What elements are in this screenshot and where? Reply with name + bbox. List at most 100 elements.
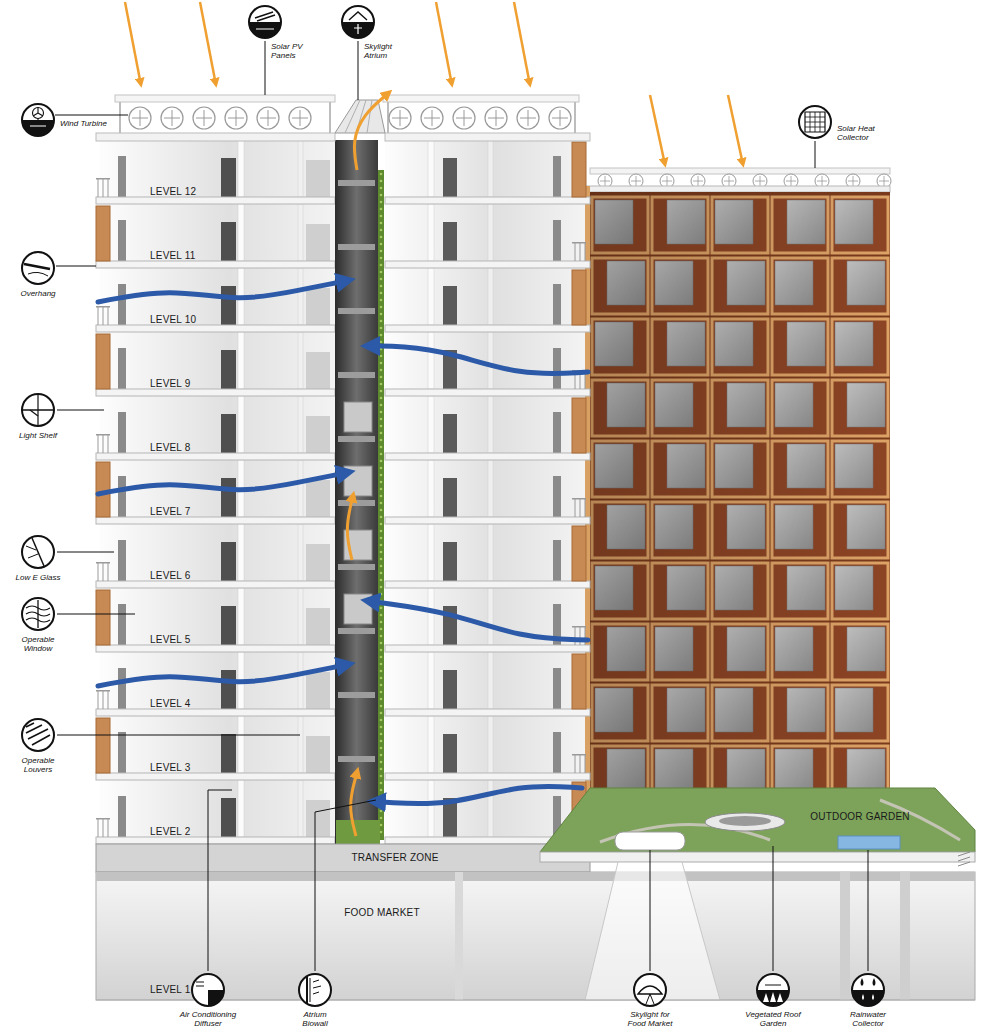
turbine-spokes — [662, 176, 672, 186]
icon-outline — [20, 717, 56, 753]
door — [221, 286, 236, 325]
wood-screen — [96, 206, 110, 261]
callout-label: Light Shelf — [10, 431, 66, 440]
food-market — [96, 872, 975, 1000]
room — [385, 716, 585, 773]
biowall-leaf — [380, 397, 383, 400]
icon-ring — [634, 974, 666, 1006]
wind-turbine — [225, 107, 247, 129]
icon-outline — [755, 972, 791, 1008]
level-label: LEVEL 2 — [150, 826, 191, 837]
turbine-spokes — [817, 176, 827, 186]
zone-label: OUTDOOR GARDEN — [810, 811, 909, 822]
wall — [428, 780, 434, 837]
biowall-leaf — [380, 621, 383, 624]
icon-ring — [22, 104, 54, 136]
wall — [488, 716, 493, 773]
biowall-leaf — [380, 684, 383, 687]
icon-outline — [20, 596, 56, 632]
atrium-skylight — [335, 100, 385, 133]
room — [100, 780, 335, 837]
wall — [298, 140, 303, 197]
icon-glyph — [805, 112, 825, 132]
sun-ray — [125, 2, 140, 80]
zone-label: TRANSFER ZONE — [351, 852, 438, 863]
window — [118, 412, 126, 453]
icon-ring — [22, 598, 54, 630]
wind-arrow — [98, 666, 340, 686]
callout-label: Operable Window — [10, 635, 66, 653]
atrium-landing — [338, 756, 375, 762]
biowall-leaf — [380, 775, 383, 778]
wind-turbine — [289, 107, 311, 129]
wall — [298, 652, 303, 709]
floor-slab — [96, 837, 335, 844]
icon-outline — [20, 250, 56, 286]
turbine-spokes — [879, 176, 889, 186]
railing-bars — [98, 691, 108, 709]
railing-bars — [575, 755, 585, 773]
biowall-leaf — [380, 649, 383, 652]
closet — [306, 160, 330, 197]
wood-screen — [96, 590, 110, 645]
leader-line — [57, 735, 300, 736]
window — [118, 604, 126, 645]
floor-slab — [385, 389, 590, 396]
icon-glyph — [342, 22, 374, 38]
wall — [428, 524, 434, 581]
icon-glyph — [638, 986, 662, 994]
wall — [428, 332, 434, 389]
callout-icon: Solar Heat Collector — [797, 104, 833, 140]
atrium-landing — [338, 244, 375, 250]
icon-glyph — [208, 990, 224, 1006]
railing-bars — [98, 435, 108, 453]
biowall-leaf — [380, 467, 383, 470]
atrium-landing — [338, 308, 375, 314]
biowall-leaf — [380, 404, 383, 407]
biowall-leaf — [380, 285, 383, 288]
biowall-leaf — [380, 782, 383, 785]
wall — [488, 332, 493, 389]
biowall-leaf — [380, 173, 383, 176]
biowall-leaf — [380, 320, 383, 323]
atrium-landing — [338, 436, 375, 442]
roof-garden — [540, 788, 975, 852]
wall — [298, 396, 303, 453]
wall — [488, 780, 493, 837]
stack-air-arrow — [347, 500, 352, 560]
room — [100, 396, 335, 453]
icon-glyph — [313, 980, 321, 994]
atrium-landing — [338, 628, 375, 634]
icon-outline — [297, 972, 333, 1008]
icon-ring — [249, 6, 281, 38]
biowall-leaf — [380, 614, 383, 617]
door — [221, 670, 236, 709]
icon-glyph — [306, 976, 308, 1004]
door — [443, 478, 457, 517]
turbine-spokes — [292, 110, 308, 126]
biowall-leaf — [380, 635, 383, 638]
biowall-leaf — [380, 565, 383, 568]
garden-edge — [540, 852, 975, 862]
icon-ring — [757, 974, 789, 1006]
window — [553, 284, 561, 325]
closet — [306, 480, 330, 517]
biowall-leaf — [380, 719, 383, 722]
biowall-leaf — [380, 299, 383, 302]
biowall-leaf — [380, 544, 383, 547]
biowall-leaf — [380, 334, 383, 337]
icon-glyph — [310, 978, 311, 1002]
leader-line — [773, 846, 774, 971]
wind-turbine — [517, 107, 539, 129]
wall — [238, 204, 244, 261]
wall — [238, 396, 244, 453]
wall — [238, 780, 244, 837]
turbine-spokes — [392, 110, 408, 126]
wall — [488, 524, 493, 581]
door — [443, 158, 457, 197]
level-label: LEVEL 9 — [150, 378, 191, 389]
icon-glyph — [349, 12, 367, 20]
icon-glyph — [33, 107, 43, 120]
turbine-spokes — [132, 110, 148, 126]
